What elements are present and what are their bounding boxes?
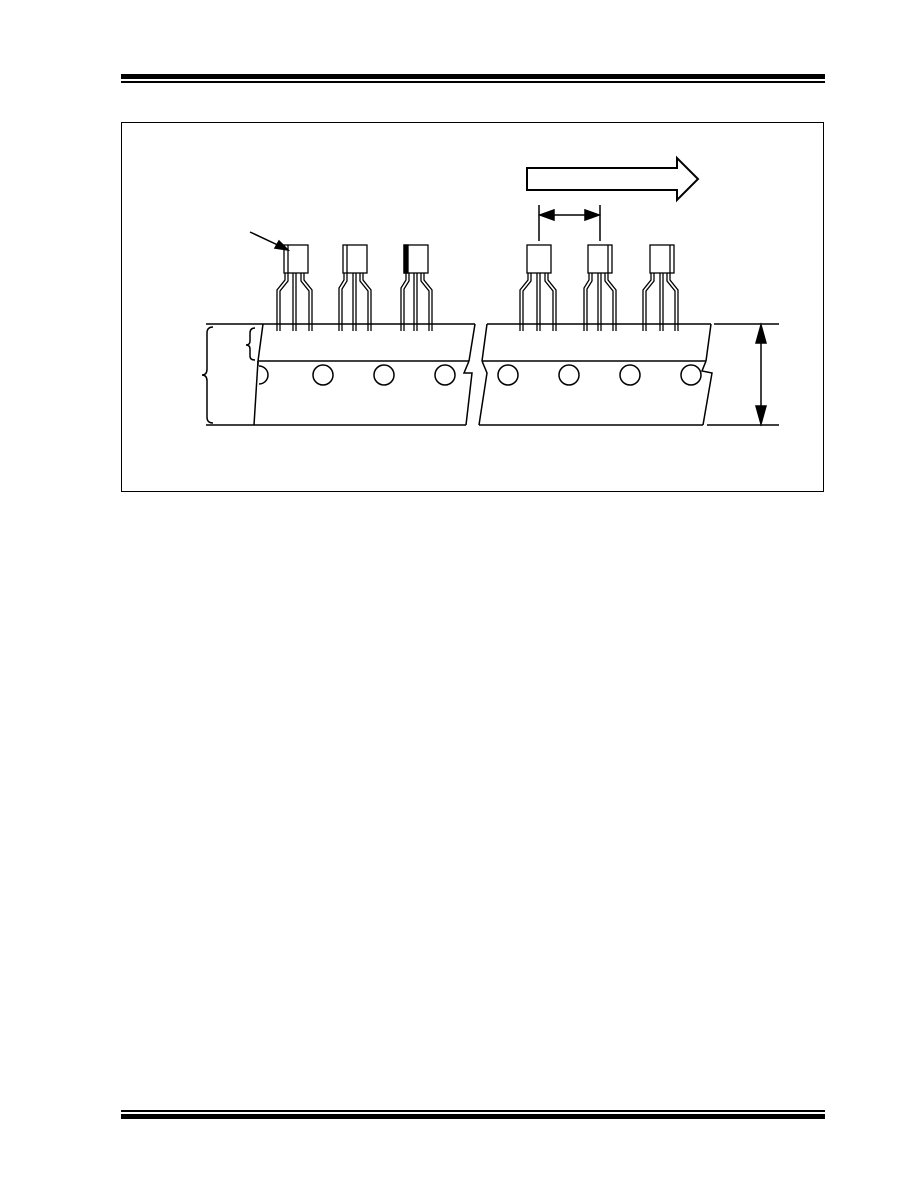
component-5 [583, 244, 617, 331]
sprocket-hole [434, 364, 456, 386]
height-arrowhead-bottom [755, 405, 767, 427]
component-3 [400, 244, 433, 331]
feed-direction-arrow [526, 155, 700, 203]
header-rule-thin [121, 81, 825, 83]
height-arrowhead-top [755, 322, 767, 344]
footer-rule-thick [121, 1114, 825, 1119]
component-1 [276, 244, 313, 331]
component-4 [519, 244, 557, 331]
total-width-brace [201, 326, 214, 424]
tape-segment-right [478, 323, 713, 426]
tape-band-brace [245, 327, 256, 361]
sprocket-hole [680, 364, 702, 386]
sprocket-hole [312, 364, 334, 386]
header-rule-thick [121, 74, 825, 79]
component-6 [642, 244, 679, 331]
tape-and-reel-figure [121, 122, 824, 492]
tape-diagram [201, 155, 779, 427]
pitch-arrowhead-left [537, 208, 555, 222]
pitch-arrowhead-right [584, 208, 602, 222]
sprocket-hole [497, 364, 519, 386]
component-2 [338, 244, 372, 331]
sprocket-hole [373, 364, 395, 386]
footer-rule-thin [121, 1110, 825, 1112]
sprocket-hole-half [258, 365, 269, 385]
sprocket-hole [558, 364, 580, 386]
tape-segment-left [253, 323, 476, 426]
sprocket-hole [619, 364, 641, 386]
